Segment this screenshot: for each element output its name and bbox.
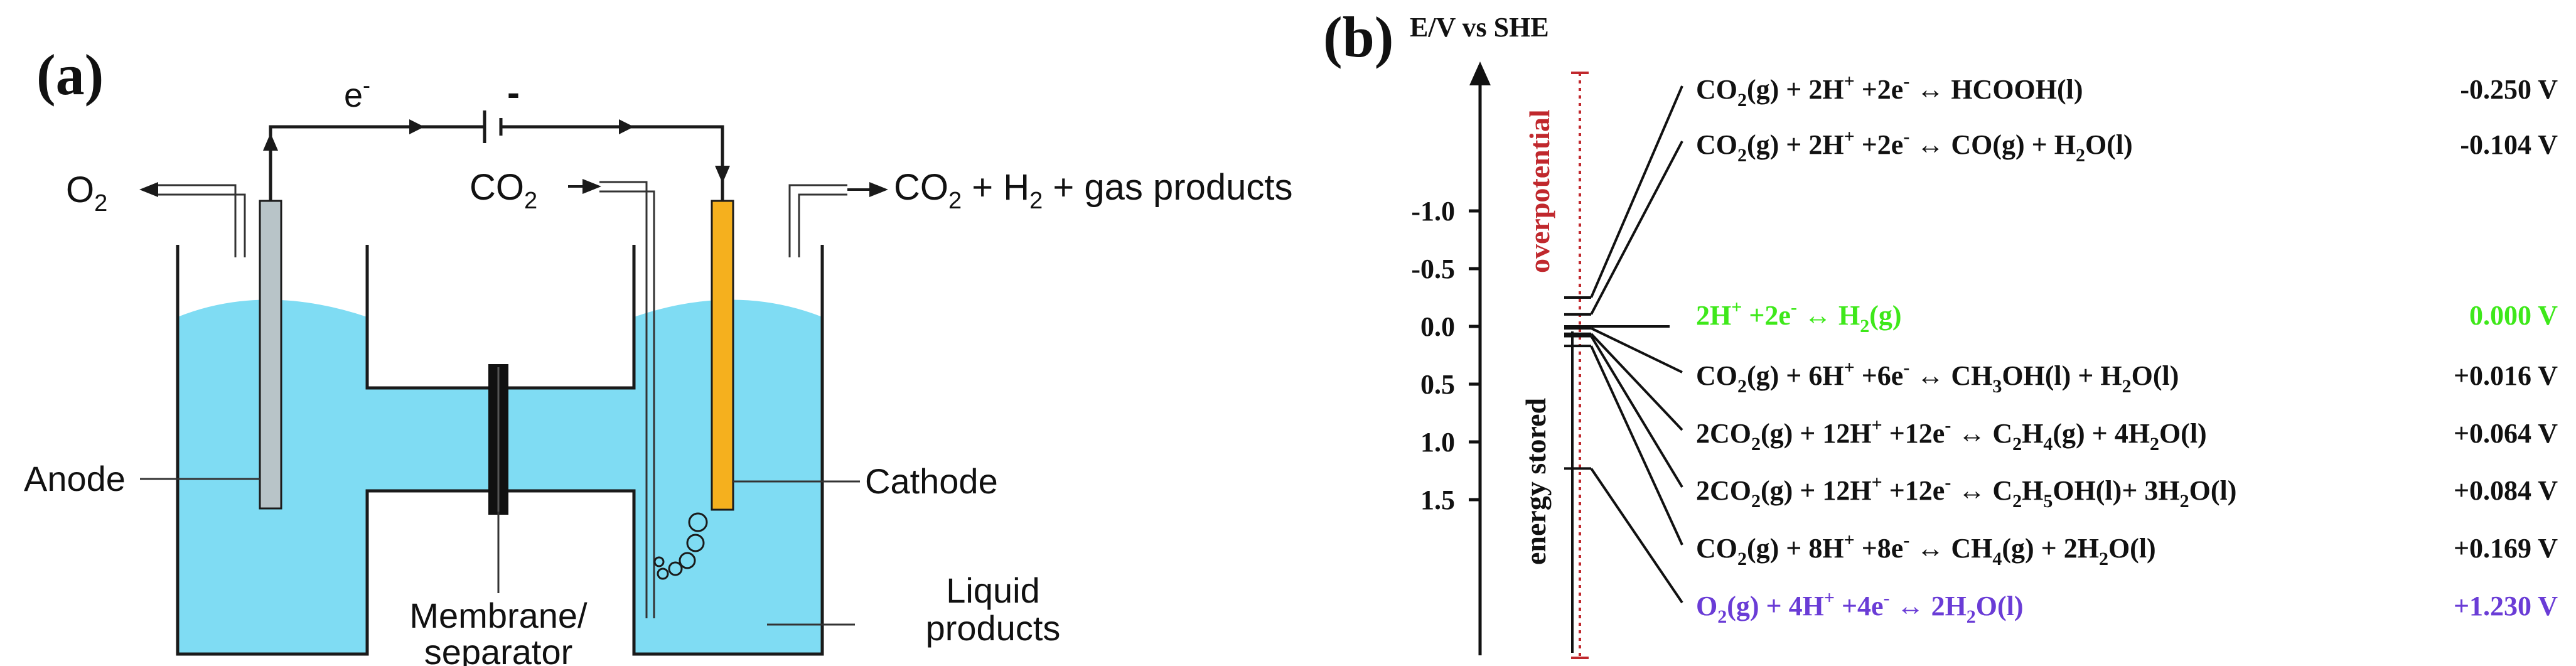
reaction-potential: +1.230 V — [2454, 591, 2558, 621]
reaction-potential: 0.000 V — [2469, 300, 2558, 331]
reaction-list: CO2(g) + 2H+ +2e- ↔ HCOOH(l) -0.250 V CO2(… — [1696, 71, 2558, 627]
tick-label: 0.0 — [1420, 311, 1455, 342]
liquid-label-line1: Liquid — [946, 571, 1039, 610]
reaction-equation: CO2(g) + 2H+ +2e- ↔ CO(g) + H2O(l) — [1696, 126, 2133, 166]
reaction-potential: +0.016 V — [2454, 360, 2558, 391]
cathode-down-arrow — [715, 166, 730, 183]
co2-inlet-label: CO2 — [470, 167, 537, 214]
circuit-arrow-right — [619, 119, 634, 134]
leader-line — [1590, 85, 1683, 298]
circuit-arrow-left — [409, 119, 424, 134]
reaction-equation: 2H+ +2e- ↔ H2(g) — [1696, 297, 1902, 336]
anode-up-arrow — [263, 133, 278, 151]
panel-a-label: (a) — [36, 43, 104, 107]
tick-label: 0.5 — [1420, 369, 1455, 400]
membrane-label-line2: separator — [424, 632, 573, 666]
reaction-equation: CO2(g) + 8H+ +8e- ↔ CH4(g) + 2H2O(l) — [1696, 530, 2156, 569]
anode-label: Anode — [24, 459, 126, 498]
tick-label: -1.0 — [1411, 196, 1455, 227]
reaction-equation: CO2(g) + 6H+ +6e- ↔ CH3OH(l) + H2O(l) — [1696, 357, 2179, 397]
overpotential-label: overpotential — [1523, 109, 1555, 273]
electron-label: e- — [344, 72, 370, 114]
product-outlet-arrow — [869, 182, 888, 197]
product-outlet-tube — [788, 184, 847, 257]
axis-arrowhead — [1469, 62, 1491, 85]
reaction-equation: O2(g) + 4H+ +4e- ↔ 2H2O(l) — [1696, 588, 2024, 627]
tick-label: 1.5 — [1420, 485, 1455, 515]
axis-title: E/V vs SHE — [1410, 12, 1549, 43]
energy-stored-label: energy stored — [1520, 397, 1552, 565]
o2-outlet-tube — [157, 184, 246, 257]
panel-a: (a) e- - O2 CO2 — [24, 43, 1292, 666]
reaction-potential: +0.064 V — [2454, 418, 2558, 449]
leader-line — [1590, 141, 1683, 315]
liquid-label-line2: products — [926, 608, 1061, 648]
cathode-electrode — [711, 200, 734, 511]
co2-inlet-arrow — [582, 179, 601, 194]
tick-label: -0.5 — [1411, 254, 1455, 284]
leader-line — [1591, 327, 1683, 373]
o2-arrow — [139, 182, 158, 197]
panel-b-label: (b) — [1323, 5, 1393, 69]
reaction-equation: 2CO2(g) + 12H+ +12e- ↔ C2H5OH(l)+ 3H2O(l… — [1696, 472, 2236, 512]
leader-line — [1590, 468, 1683, 604]
panel-b: (b) E/V vs SHE -1.0 -0.5 0.0 0.5 1.0 1.5 over… — [1323, 5, 2558, 659]
gas-bubbles — [653, 512, 708, 580]
reaction-potential: +0.084 V — [2454, 475, 2558, 506]
tick-label: 1.0 — [1420, 427, 1455, 458]
reaction-equation: CO2(g) + 2H+ +2e- ↔ HCOOH(l) — [1696, 71, 2083, 110]
reaction-potential: +0.169 V — [2454, 533, 2558, 564]
product-outlet-label: CO2 + H2 + gas products — [894, 167, 1292, 214]
reaction-potential: -0.250 V — [2460, 74, 2558, 105]
leader-line — [1590, 335, 1683, 488]
membrane-label-line1: Membrane/ — [409, 596, 588, 635]
minus-sign: - — [507, 72, 520, 114]
leader-line — [1590, 333, 1683, 431]
reaction-equation: 2CO2(g) + 12H+ +12e- ↔ C2H4(g) + 4H2O(l) — [1696, 415, 2207, 454]
reaction-potential: -0.104 V — [2460, 129, 2558, 160]
cathode-label: Cathode — [865, 461, 998, 501]
axis-ticks: -1.0 -0.5 0.0 0.5 1.0 1.5 — [1411, 196, 1480, 515]
anode-electrode — [259, 200, 282, 510]
o2-label: O2 — [66, 169, 107, 217]
co2-inlet-tube — [599, 181, 655, 618]
potential-levels — [1564, 85, 1683, 604]
leader-line — [1590, 345, 1683, 545]
